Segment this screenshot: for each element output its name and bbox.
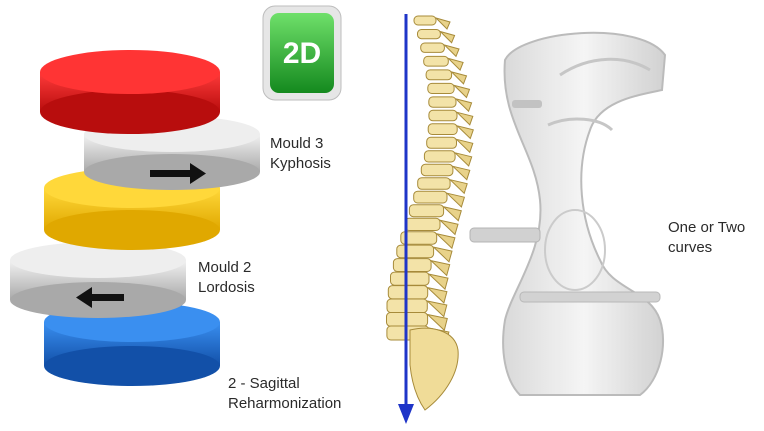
vertebra <box>426 70 452 80</box>
vertebra <box>429 110 457 121</box>
mould3-subtitle: Kyphosis <box>270 154 331 174</box>
vertebra <box>414 191 447 203</box>
spinous-process <box>440 32 454 43</box>
mould2-subtitle: Lordosis <box>198 278 255 298</box>
vertebra <box>428 124 457 135</box>
spinous-process <box>455 153 472 166</box>
vertebra <box>405 218 440 230</box>
vertebra <box>424 151 455 162</box>
sagittal-label: 2 - Sagittal Reharmonization <box>228 374 341 414</box>
spinous-process <box>450 180 467 194</box>
badge-text: 2D <box>283 37 321 70</box>
spinous-process <box>452 72 467 84</box>
mould2-label: Mould 2 Lordosis <box>198 258 255 298</box>
2d-badge: 2D <box>263 6 341 100</box>
vertebra <box>414 16 436 25</box>
spinous-process <box>428 288 447 303</box>
spinous-process <box>431 261 450 276</box>
mould2-title: Mould 2 <box>198 258 255 278</box>
spinous-process <box>457 112 473 125</box>
spinous-process <box>429 274 448 289</box>
spinous-process <box>445 45 460 56</box>
vertebra <box>418 30 441 39</box>
spinous-process <box>453 166 470 179</box>
spinous-process <box>434 247 452 262</box>
vertebra <box>428 83 454 93</box>
sagittal-subtitle: Reharmonization <box>228 394 341 414</box>
vertebra <box>429 97 456 107</box>
mould3-title: Mould 3 <box>270 134 331 154</box>
sacrum <box>410 328 458 410</box>
spinous-process <box>454 85 469 97</box>
spinous-process <box>436 18 450 29</box>
disc-stack <box>10 50 260 386</box>
spine-illustration <box>387 16 474 410</box>
sagittal-title: 2 - Sagittal <box>228 374 341 394</box>
spinous-process <box>448 58 463 70</box>
vertebra <box>421 164 453 175</box>
vertebra <box>421 43 445 52</box>
curves-label: One or Two curves <box>668 218 745 258</box>
brace-illustration <box>470 33 665 395</box>
curves-title: One or Two <box>668 218 745 238</box>
vertebra <box>427 137 457 148</box>
vertebra <box>424 56 449 66</box>
vertebra <box>388 286 427 299</box>
spinous-process <box>440 220 458 234</box>
spinous-process <box>437 234 455 249</box>
mould3-label: Mould 3 Kyphosis <box>270 134 331 174</box>
grey-disc-lower <box>10 242 186 318</box>
red-disc <box>40 50 220 134</box>
vertebra <box>393 259 431 272</box>
vertebra <box>391 272 430 285</box>
spinous-process <box>457 126 473 139</box>
vertebra <box>397 245 434 258</box>
vertebra <box>418 178 450 190</box>
vertebra <box>409 205 443 217</box>
spinous-process <box>447 193 464 207</box>
spinous-process <box>457 139 473 152</box>
spinous-process <box>444 207 462 221</box>
spinous-process <box>456 99 472 111</box>
axis-arrowhead <box>398 404 414 424</box>
curves-subtitle: curves <box>668 238 745 258</box>
